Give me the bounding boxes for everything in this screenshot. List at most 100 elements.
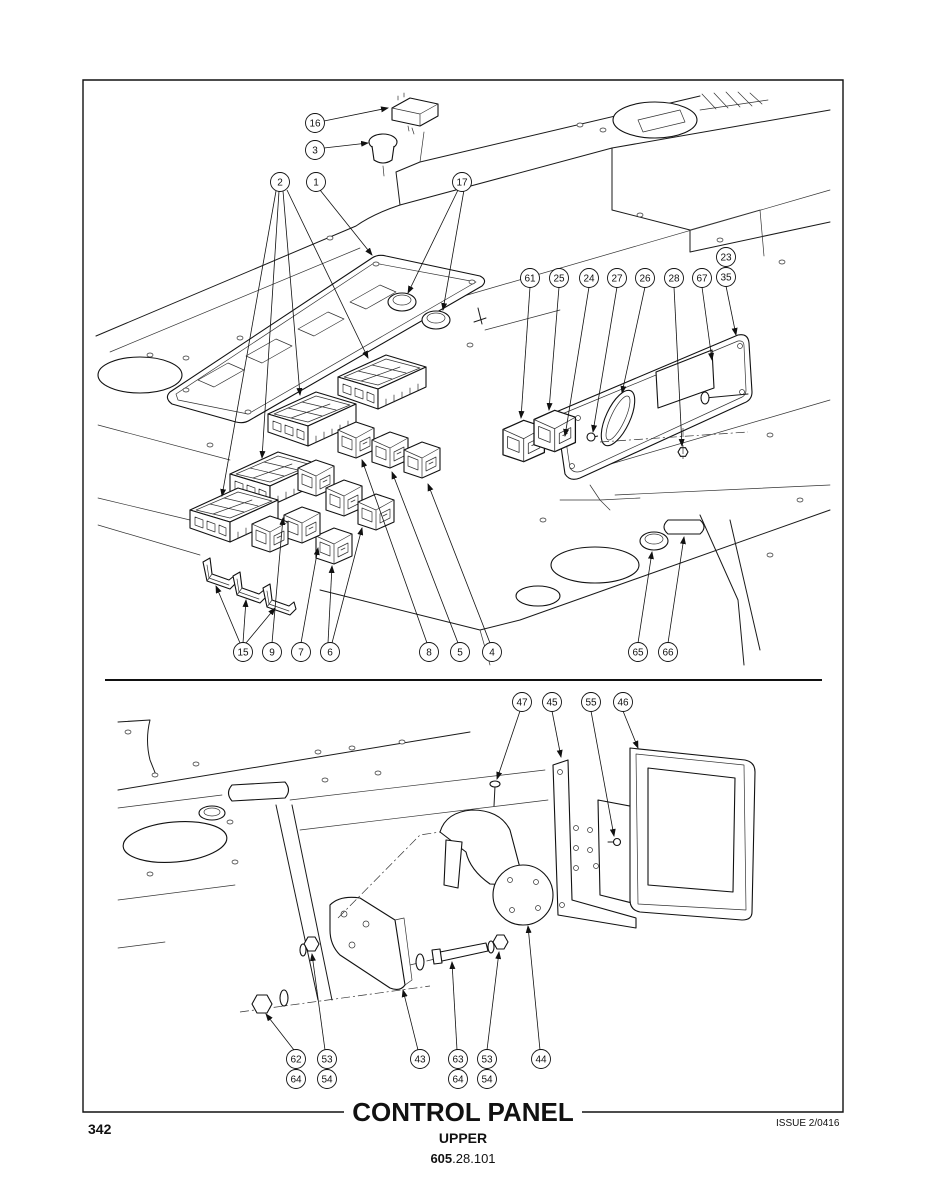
bracket-45 (552, 759, 641, 929)
callout-35: 35 (716, 267, 736, 287)
switch-clip (262, 583, 297, 616)
callout-circle (512, 692, 532, 712)
callout-label: 25 (553, 274, 565, 285)
lower-leader-lines (265, 710, 639, 1051)
lower-diagram: 47 45 55 46 62 64 53 54 43 63 64 53 54 4… (117, 692, 756, 1089)
callout-label: 28 (668, 274, 680, 285)
ball-mount-44 (439, 809, 554, 926)
floor-rivets (124, 729, 406, 877)
callout-label: 4 (489, 648, 495, 659)
callout-64: 64 (448, 1069, 468, 1089)
callout-47: 47 (512, 692, 532, 712)
callout-circle (419, 642, 439, 662)
callout-2: 2 (270, 172, 290, 192)
floor-slot (227, 781, 290, 802)
callout-label: 3 (312, 146, 318, 157)
leader-8 (361, 459, 428, 644)
switch-clip (232, 571, 267, 604)
rocker-switch-25 (533, 409, 577, 453)
screw-27-head (586, 432, 596, 442)
leader-7 (300, 547, 320, 644)
callout-8: 8 (419, 642, 439, 662)
callout-53: 53 (477, 1049, 497, 1069)
nut-53 (492, 934, 509, 950)
upper-leader-lines (215, 106, 738, 644)
rocker-switch (283, 506, 321, 544)
ball-hole (509, 907, 515, 913)
side-panel-inner-edge (561, 340, 747, 473)
leader-44 (525, 925, 541, 1051)
callout-circle (613, 692, 633, 712)
bracket-hole (587, 827, 593, 833)
switch-terminals (397, 92, 415, 135)
switch-housing-edge (391, 103, 439, 127)
callout-label: 65 (632, 648, 644, 659)
callout-label: 1 (313, 178, 319, 189)
callout-circle (607, 268, 627, 288)
leader-47 (496, 710, 521, 780)
leader-53 (486, 951, 502, 1051)
leader-27 (591, 286, 618, 433)
callout-circle (531, 1049, 551, 1069)
callout-circle (448, 1049, 468, 1069)
leader-26 (620, 286, 646, 394)
floor-grommet-inner (203, 807, 221, 817)
display-bezel (635, 753, 747, 911)
leader-35 (725, 285, 738, 336)
callout-label: 7 (298, 648, 304, 659)
rocker-switch (371, 431, 409, 469)
callout-55: 55 (581, 692, 601, 712)
callout-label: 53 (481, 1055, 493, 1066)
ball-hole (535, 905, 541, 911)
panel-ledge (589, 399, 831, 471)
callout-label: 23 (720, 253, 732, 264)
roof-post (419, 131, 425, 163)
callout-5: 5 (450, 642, 470, 662)
knob-shaft (382, 165, 385, 177)
plate-cutout (297, 311, 345, 337)
rivet-hole (326, 235, 334, 241)
callout-circle (692, 268, 712, 288)
leader-65 (637, 551, 654, 644)
bracket-hole (573, 865, 579, 871)
leader-17 (441, 189, 465, 311)
callout-1: 1 (306, 172, 326, 192)
callout-circle (664, 268, 684, 288)
callout-circle (450, 642, 470, 662)
bracket-flange (394, 917, 413, 986)
callout-54: 54 (477, 1069, 497, 1089)
mount-handle (443, 839, 463, 889)
center-line (599, 431, 749, 443)
floor-line (117, 941, 166, 949)
fasteners (239, 831, 509, 1014)
callout-label: 8 (426, 648, 432, 659)
lower-callouts: 47 45 55 46 62 64 53 54 43 63 64 53 54 4… (286, 692, 633, 1089)
screw-67 (704, 393, 749, 399)
switch-housing (391, 97, 439, 127)
bracket-body (329, 896, 406, 991)
rivet-hole (146, 871, 154, 877)
roof-step (611, 147, 831, 253)
bracket-hole (348, 941, 356, 949)
rivet-hole (146, 352, 154, 358)
callout-circle (270, 172, 290, 192)
rivet-hole (348, 745, 356, 751)
ball-hole (507, 877, 513, 883)
callout-label: 61 (524, 274, 536, 285)
callout-label: 35 (720, 273, 732, 284)
washer-54 (299, 943, 307, 957)
callout-label: 54 (321, 1075, 333, 1086)
callout-45: 45 (542, 692, 562, 712)
callout-circle (291, 642, 311, 662)
roof-edge (95, 109, 831, 337)
callout-26: 26 (635, 268, 655, 288)
rivet-hole (636, 212, 644, 218)
side-panel-plate (555, 334, 753, 480)
bracket-43 (329, 896, 413, 991)
leader-66 (667, 536, 686, 644)
floor-opening (122, 821, 228, 863)
rivet-hole (599, 127, 607, 133)
callout-circle (477, 1069, 497, 1089)
bolt-63-head (431, 948, 443, 965)
leader-2 (282, 190, 303, 396)
